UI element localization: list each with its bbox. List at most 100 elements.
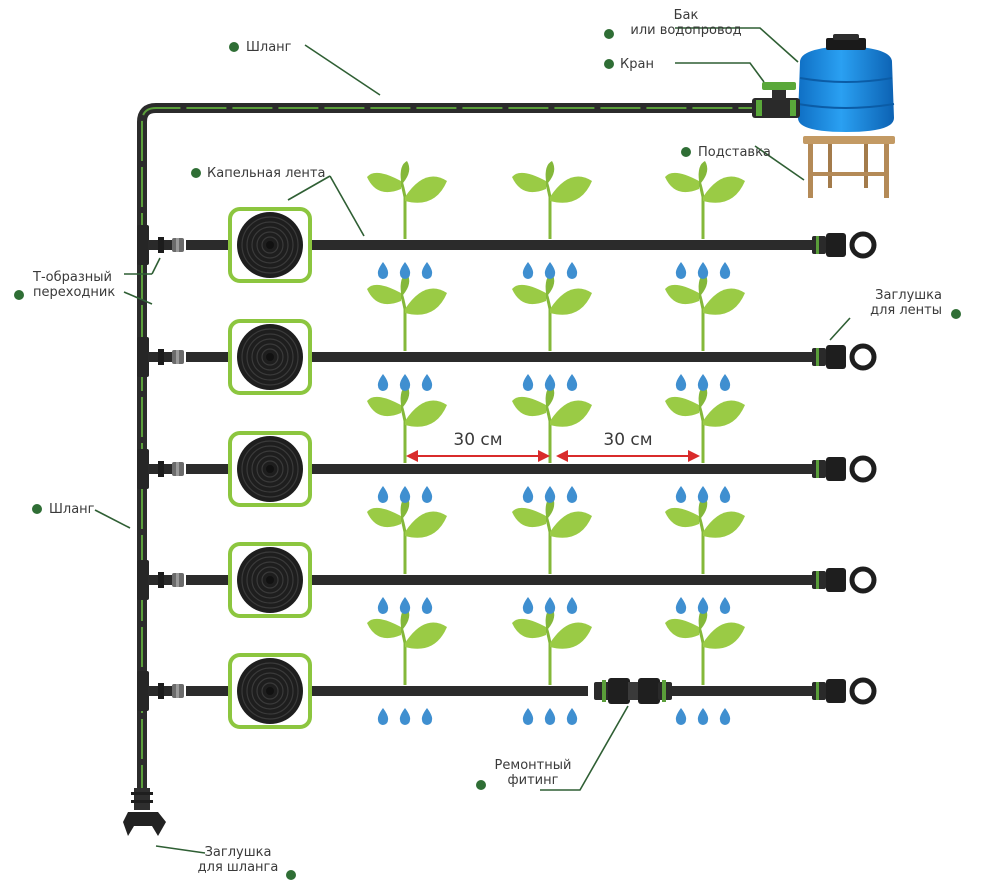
water-drop <box>399 374 411 391</box>
water-drop <box>566 597 578 614</box>
water-drop <box>697 708 709 725</box>
tape-end-plug <box>812 231 877 259</box>
seedling <box>665 273 745 351</box>
label-hose-left: Шланг <box>49 502 95 517</box>
water-drop <box>377 597 389 614</box>
seedling <box>367 496 447 574</box>
water-drop <box>566 374 578 391</box>
water-drop <box>675 486 687 503</box>
tape-coil <box>228 542 312 618</box>
tape-coil <box>228 653 312 729</box>
spacing-arrow-right <box>556 450 700 462</box>
water-drop <box>421 486 433 503</box>
seedling <box>512 496 592 574</box>
water-drop <box>377 374 389 391</box>
water-drop <box>566 486 578 503</box>
label-tee-line1: Т-образный <box>32 270 112 285</box>
tee-adapter <box>137 225 184 265</box>
drip-tape-line <box>186 464 812 474</box>
water-drop <box>544 374 556 391</box>
water-drop <box>697 262 709 279</box>
seedling <box>665 161 745 239</box>
drip-tape-line <box>186 575 812 585</box>
label-tape-plug-line1: Заглушка <box>875 288 942 303</box>
water-drop <box>522 374 534 391</box>
tank-stand <box>803 136 895 198</box>
drip-tape-line <box>186 240 812 250</box>
drip-rows <box>137 207 877 729</box>
seedling <box>512 273 592 351</box>
seedling <box>665 496 745 574</box>
water-drop <box>544 708 556 725</box>
spacing-label-right: 30 см <box>603 430 652 450</box>
water-drop <box>544 597 556 614</box>
water-drop <box>377 486 389 503</box>
tape-end-plug <box>812 566 877 594</box>
water-drop <box>421 374 433 391</box>
water-drop <box>544 262 556 279</box>
drip-tape-line <box>186 686 812 696</box>
label-drip-tape: Капельная лента <box>207 166 325 181</box>
label-tee-line2: переходник <box>33 285 115 300</box>
tape-end-plug <box>812 343 877 371</box>
tape-coil <box>228 431 312 507</box>
water-tank <box>797 34 895 132</box>
seedling <box>512 385 592 463</box>
water-drop <box>399 597 411 614</box>
seedling <box>512 161 592 239</box>
tee-adapter <box>137 449 184 489</box>
tape-end-plug <box>812 677 877 705</box>
water-drop <box>697 597 709 614</box>
water-drop <box>377 262 389 279</box>
tee-adapter <box>137 560 184 600</box>
valve <box>752 82 800 118</box>
drip-row <box>137 319 877 395</box>
water-drop <box>566 262 578 279</box>
label-hose-plug-line2: для шланга <box>198 860 279 875</box>
water-drop <box>566 708 578 725</box>
label-tank-line2: или водопровод <box>630 23 741 38</box>
water-drop <box>377 708 389 725</box>
water-drop <box>719 708 731 725</box>
seedling <box>665 607 745 685</box>
water-drops <box>377 262 731 725</box>
water-drop <box>421 597 433 614</box>
drip-row <box>137 542 877 618</box>
seedling <box>367 161 447 239</box>
callout-leaders <box>94 27 851 854</box>
water-drop <box>544 486 556 503</box>
water-drop <box>522 486 534 503</box>
water-drop <box>675 374 687 391</box>
water-drop <box>697 374 709 391</box>
water-drop <box>399 262 411 279</box>
label-stand: Подставка <box>698 145 771 160</box>
tee-adapter <box>137 671 184 711</box>
water-drop <box>421 708 433 725</box>
tape-end-plug <box>812 455 877 483</box>
drip-tape-line <box>186 352 812 362</box>
water-drop <box>421 262 433 279</box>
seedling <box>665 385 745 463</box>
drip-row <box>137 207 877 283</box>
tape-coil <box>228 319 312 395</box>
water-drop <box>719 374 731 391</box>
label-hose-plug-line1: Заглушка <box>205 845 272 860</box>
spacing-arrow-left <box>406 450 550 462</box>
water-drop <box>675 597 687 614</box>
water-drop <box>719 597 731 614</box>
water-drop <box>399 708 411 725</box>
hose-end-plug <box>123 788 166 836</box>
water-drop <box>522 597 534 614</box>
tee-adapter <box>137 337 184 377</box>
label-repair-line1: Ремонтный <box>495 758 572 773</box>
main-hose <box>137 103 768 805</box>
label-repair-line2: фитинг <box>508 773 559 788</box>
drip-row <box>137 653 877 729</box>
repair-fitting <box>588 678 672 704</box>
water-drop <box>697 486 709 503</box>
seedling <box>367 607 447 685</box>
water-drop <box>719 262 731 279</box>
water-drop <box>522 262 534 279</box>
label-tank-line1: Бак <box>674 8 699 23</box>
